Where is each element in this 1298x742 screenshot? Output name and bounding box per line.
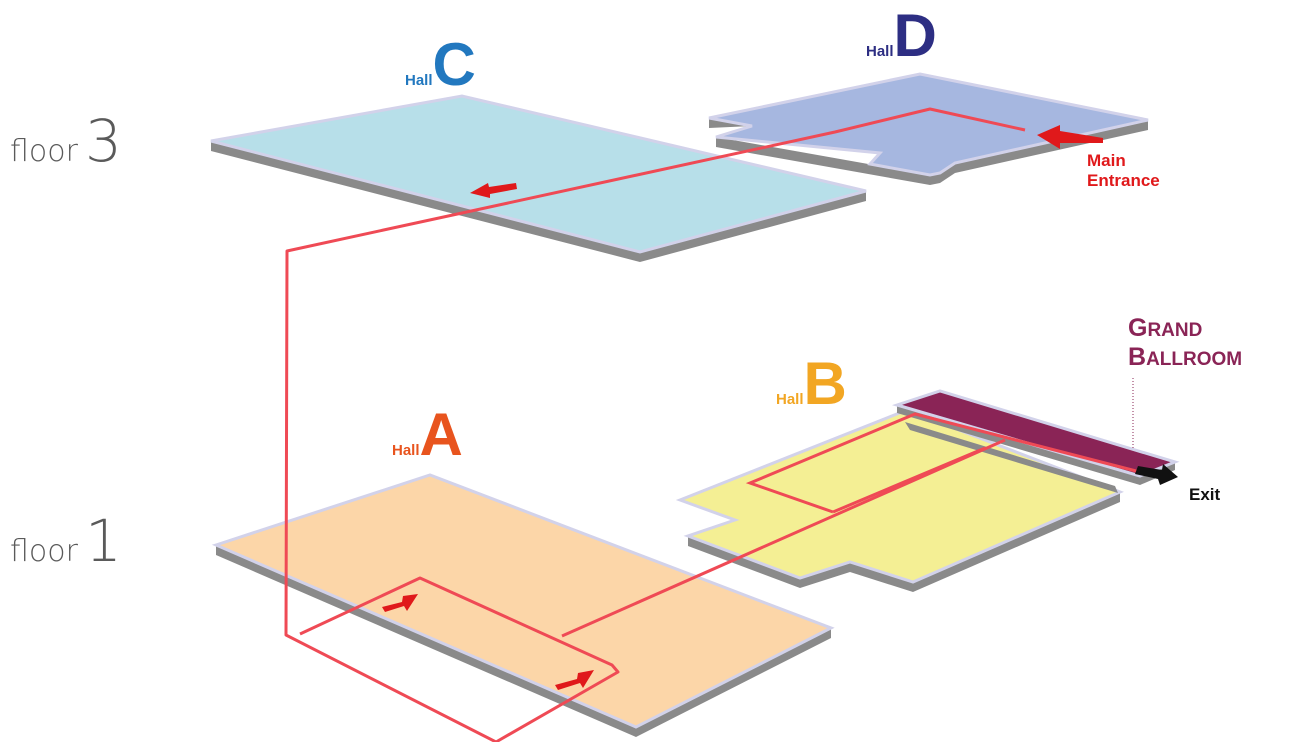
main-entrance-arrow xyxy=(1037,125,1103,149)
main-entrance-line2: Entrance xyxy=(1087,170,1160,190)
exit-arrow xyxy=(1135,464,1178,485)
exit-text: Exit xyxy=(1189,485,1221,504)
hall-c-floor xyxy=(210,94,867,262)
walking-route xyxy=(284,107,1026,742)
hall-d-label: HallD xyxy=(866,6,937,66)
floor-1-number: 1 xyxy=(85,507,122,575)
floor-3-label: floor 3 xyxy=(10,112,122,170)
grand-ballroom-line2-rest: ALLROOM xyxy=(1146,348,1243,370)
main-entrance-line1: Main xyxy=(1087,151,1126,170)
hall-a-prefix: Hall xyxy=(392,442,420,459)
hall-a-floor xyxy=(211,473,835,737)
hall-d-side-right xyxy=(930,120,1148,185)
hall-d-letter: D xyxy=(893,2,937,69)
hall-b-divider xyxy=(905,422,1118,493)
hall-c-letter: C xyxy=(432,31,476,98)
hall-a-label: HallA xyxy=(392,405,463,465)
hall-a-direction-arrow-lower xyxy=(555,670,594,690)
hall-c-direction-arrow xyxy=(470,183,517,198)
hall-d-prefix: Hall xyxy=(866,43,894,60)
grand-ballroom-label: GRAND BALLROOM xyxy=(1128,314,1242,372)
floor-1-label: floor 1 xyxy=(10,512,122,570)
hall-b-letter: B xyxy=(803,350,847,417)
hall-c-plate xyxy=(210,94,867,254)
grand-ballroom-side xyxy=(897,405,1175,485)
floor-1-word: floor xyxy=(10,534,78,569)
hall-d-side xyxy=(709,118,930,185)
hall-a-plate xyxy=(211,473,835,729)
route-hall-b-inner xyxy=(832,446,986,514)
hall-b-label: HallB xyxy=(776,354,847,414)
hall-a-direction-arrow-upper xyxy=(382,594,418,612)
floor-3-number: 3 xyxy=(85,107,122,175)
hall-b-prefix: Hall xyxy=(776,391,804,408)
hall-c-prefix: Hall xyxy=(405,72,433,89)
hall-d-floor xyxy=(708,72,1149,185)
main-entrance-label: Main Entrance xyxy=(1087,151,1160,190)
route-hall-a-connector xyxy=(561,438,1006,638)
hall-c-label: HallC xyxy=(405,35,476,95)
floor-3-word: floor xyxy=(10,134,78,169)
grand-ballroom-line2-cap: B xyxy=(1128,342,1147,371)
hall-d-plate xyxy=(708,72,1149,177)
exit-label: Exit xyxy=(1189,485,1220,505)
hall-a-letter: A xyxy=(419,401,463,468)
hall-b-floor xyxy=(675,389,1180,592)
hall-b-plate xyxy=(675,408,1124,584)
route-hall-b-loop xyxy=(745,412,1141,514)
grand-ballroom-line1-rest: RAND xyxy=(1147,320,1203,341)
grand-ballroom-line1-cap: G xyxy=(1128,314,1148,342)
